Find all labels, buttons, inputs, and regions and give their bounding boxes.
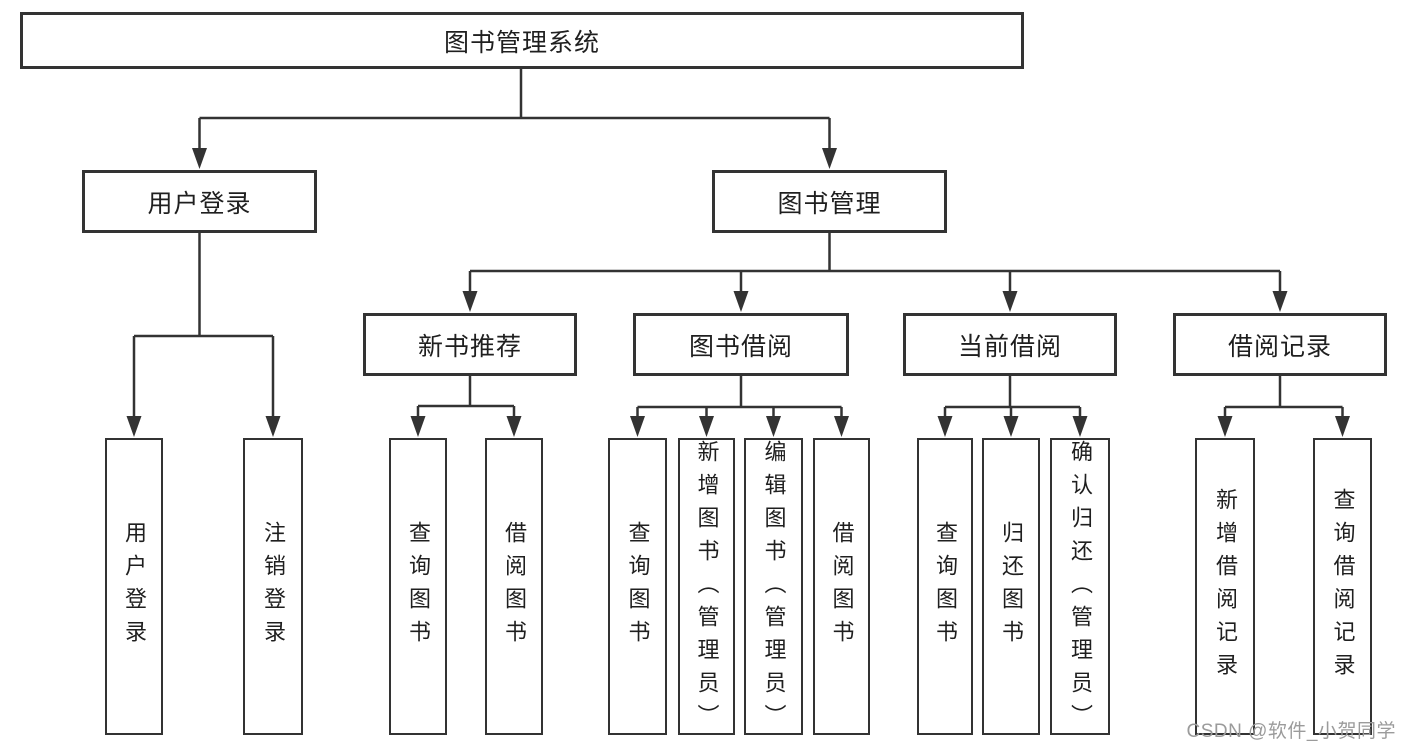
leaf-user-login-label: 用户登录 <box>122 520 147 653</box>
node-current-borrow: 当前借阅 <box>903 313 1117 376</box>
leaf-borrow-borrow-label: 借阅图书 <box>829 520 855 653</box>
leaf-borrow-query: 查询图书 <box>608 438 667 735</box>
leaf-borrow-edit-admin: 编辑图书（管理员） <box>744 438 803 737</box>
leaf-current-query: 查询图书 <box>917 438 973 735</box>
leaf-current-confirm-admin-label: 确认归还（管理员） <box>1068 440 1093 737</box>
leaf-records-add: 新增借阅记录 <box>1195 438 1255 735</box>
node-book-management-label: 图书管理 <box>777 189 882 218</box>
node-borrow-records: 借阅记录 <box>1173 313 1387 376</box>
leaf-current-confirm-admin: 确认归还（管理员） <box>1050 438 1110 737</box>
leaf-logout: 注销登录 <box>243 438 303 735</box>
leaf-borrow-add-admin-label: 新增图书（管理员） <box>694 440 720 737</box>
leaf-current-return-label: 归还图书 <box>999 520 1024 653</box>
leaf-current-query-label: 查询图书 <box>933 520 958 653</box>
leaf-records-query: 查询借阅记录 <box>1313 438 1372 735</box>
leaf-logout-label: 注销登录 <box>261 520 286 653</box>
leaf-newbooks-query-label: 查询图书 <box>406 520 431 653</box>
node-book-borrow: 图书借阅 <box>633 313 849 376</box>
leaf-newbooks-query: 查询图书 <box>389 438 447 735</box>
node-book-borrow-label: 图书借阅 <box>688 332 793 361</box>
node-book-management: 图书管理 <box>712 170 947 233</box>
leaf-newbooks-borrow-label: 借阅图书 <box>502 520 527 653</box>
leaf-borrow-edit-admin-label: 编辑图书（管理员） <box>761 440 787 737</box>
node-root: 图书管理系统 <box>20 12 1024 69</box>
watermark: CSDN @软件_小贺同学 <box>1186 721 1396 742</box>
leaf-user-login: 用户登录 <box>105 438 163 735</box>
leaf-records-query-label: 查询借阅记录 <box>1330 487 1356 686</box>
leaf-newbooks-borrow: 借阅图书 <box>485 438 543 735</box>
node-user-login-label: 用户登录 <box>147 189 252 218</box>
node-borrow-records-label: 借阅记录 <box>1227 332 1332 361</box>
node-new-book-recommend-label: 新书推荐 <box>417 332 522 361</box>
node-new-book-recommend: 新书推荐 <box>363 313 577 376</box>
leaf-borrow-query-label: 查询图书 <box>625 520 651 653</box>
node-current-borrow-label: 当前借阅 <box>957 332 1062 361</box>
leaf-borrow-add-admin: 新增图书（管理员） <box>678 438 735 737</box>
node-root-label: 图书管理系统 <box>443 28 600 57</box>
leaf-current-return: 归还图书 <box>982 438 1040 735</box>
node-user-login: 用户登录 <box>82 170 317 233</box>
leaf-borrow-borrow: 借阅图书 <box>813 438 870 735</box>
leaf-records-add-label: 新增借阅记录 <box>1213 487 1238 686</box>
